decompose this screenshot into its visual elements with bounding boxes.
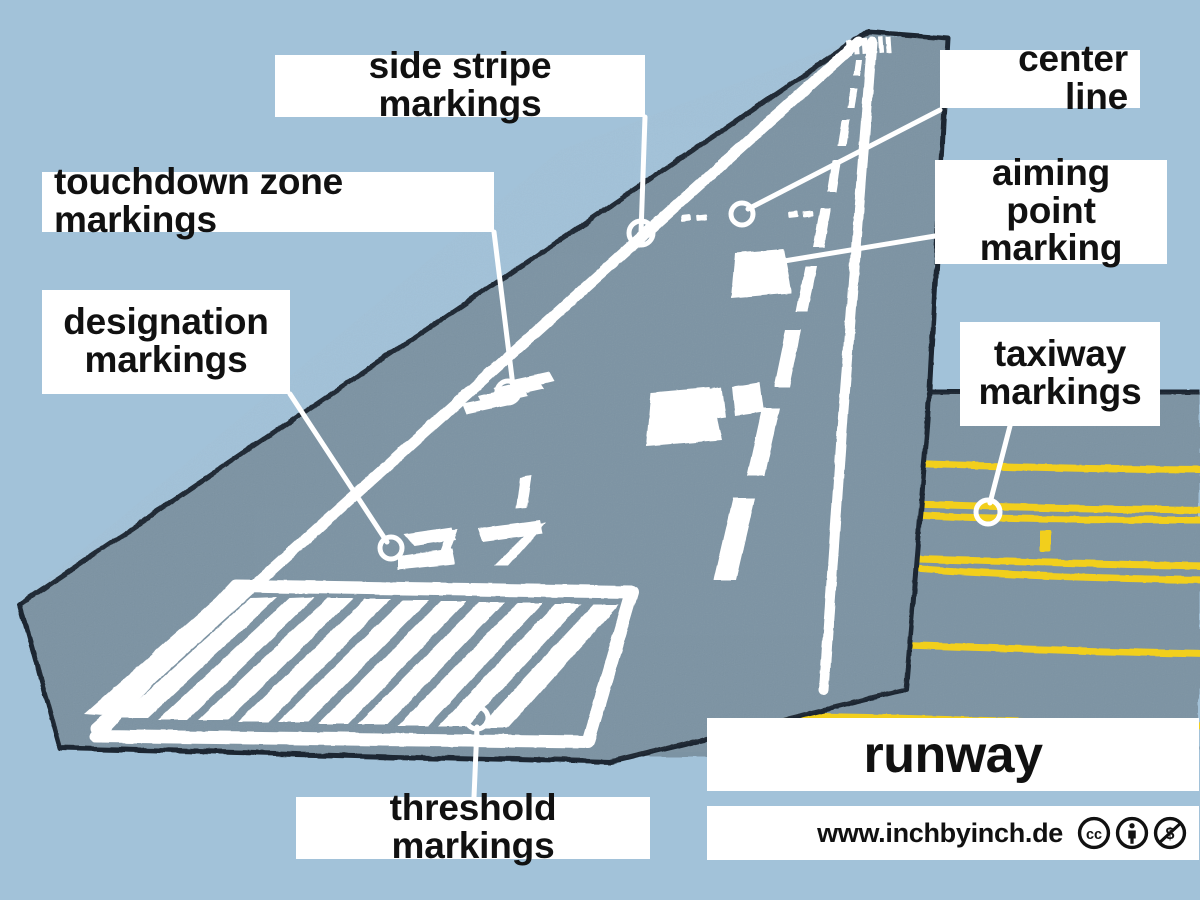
runway-designation-27 — [398, 476, 546, 570]
leader-dot-aiming-point — [752, 251, 780, 279]
leader-taxiway — [987, 423, 1013, 506]
leader-dot-designation — [377, 534, 405, 562]
touchdown-zone-markings — [462, 210, 814, 426]
label-taxiway-markings: taxiway markings — [960, 322, 1160, 426]
attribution-person-icon — [1115, 816, 1149, 850]
leader-dot-center-line — [728, 200, 756, 228]
center-line-markings — [714, 60, 862, 580]
leader-center-line — [745, 107, 943, 212]
label-threshold-markings: threshold markings — [296, 788, 650, 864]
label-designation-markings: designation markings — [42, 290, 290, 394]
leader-dot-touchdown-zone — [494, 378, 522, 406]
label-touchdown-zone-markings: touchdown zone markings — [42, 162, 494, 238]
svg-text:cc: cc — [1086, 827, 1102, 843]
label-center-line: center line — [940, 39, 1140, 115]
leader-end-circles — [377, 200, 1003, 732]
creative-commons-icon: cc — [1077, 816, 1111, 850]
license-icons: cc $ — [1077, 816, 1187, 850]
leader-dot-taxiway — [973, 497, 1003, 527]
leader-dot-side-stripe — [626, 218, 656, 248]
non-commercial-dollar-icon: $ — [1153, 816, 1187, 850]
leader-designation — [287, 391, 390, 545]
label-aiming-point-marking: aiming point marking — [935, 154, 1167, 267]
label-side-stripe-markings: side stripe markings — [275, 46, 645, 122]
leader-side-stripe — [638, 114, 648, 236]
leader-lines — [287, 107, 1013, 800]
leader-aiming-point — [769, 233, 938, 266]
website-url: www.inchbyinch.de — [817, 817, 1063, 848]
threshold-markings — [84, 579, 639, 749]
page-title: runway — [863, 725, 1043, 784]
leader-touchdown-zone — [491, 229, 516, 389]
poster-title-box: runway — [707, 718, 1199, 791]
leader-dot-threshold — [463, 704, 491, 732]
poster-footer-box: www.inchbyinch.de cc $ — [707, 806, 1199, 860]
leader-threshold — [471, 724, 480, 800]
